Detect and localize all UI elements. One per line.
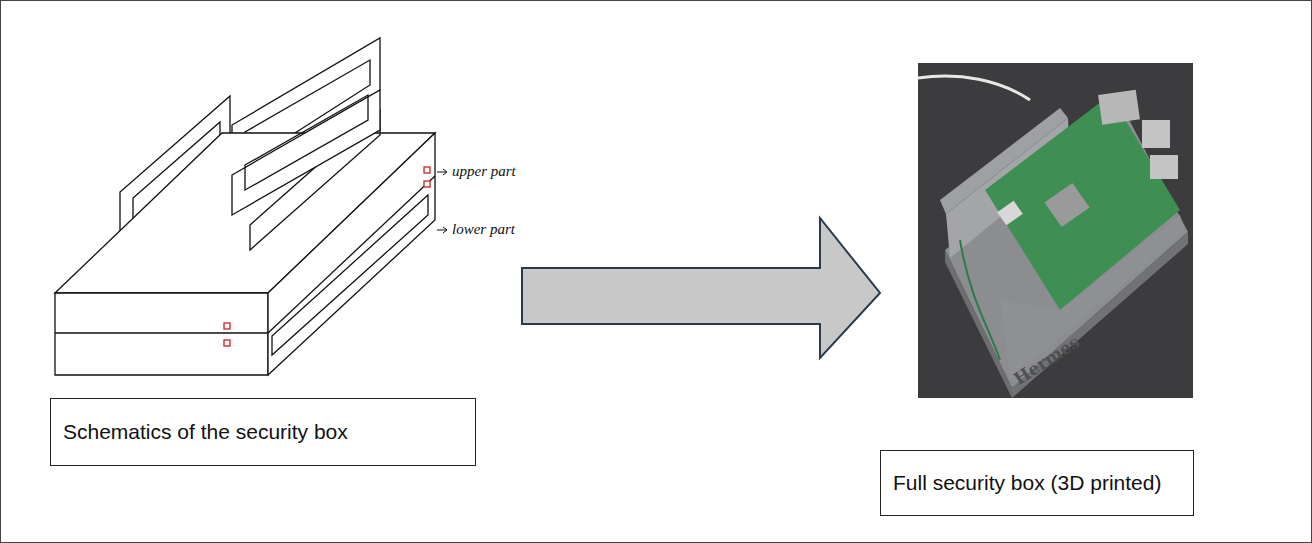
box-photo xyxy=(918,63,1193,398)
part-label: upper part xyxy=(452,163,516,180)
box-sketch xyxy=(55,38,435,375)
leader-lines xyxy=(437,169,447,233)
part-label: lower part xyxy=(452,221,515,238)
caption-box: Full security box (3D printed) xyxy=(880,450,1194,516)
caption-text: Full security box (3D printed) xyxy=(893,471,1161,495)
caption-box: Schematics of the security box xyxy=(50,398,476,466)
embossed-logo: Hermes xyxy=(1010,332,1083,389)
caption-text: Schematics of the security box xyxy=(63,420,348,444)
block-arrow xyxy=(522,218,880,358)
clip-markers xyxy=(224,167,430,346)
